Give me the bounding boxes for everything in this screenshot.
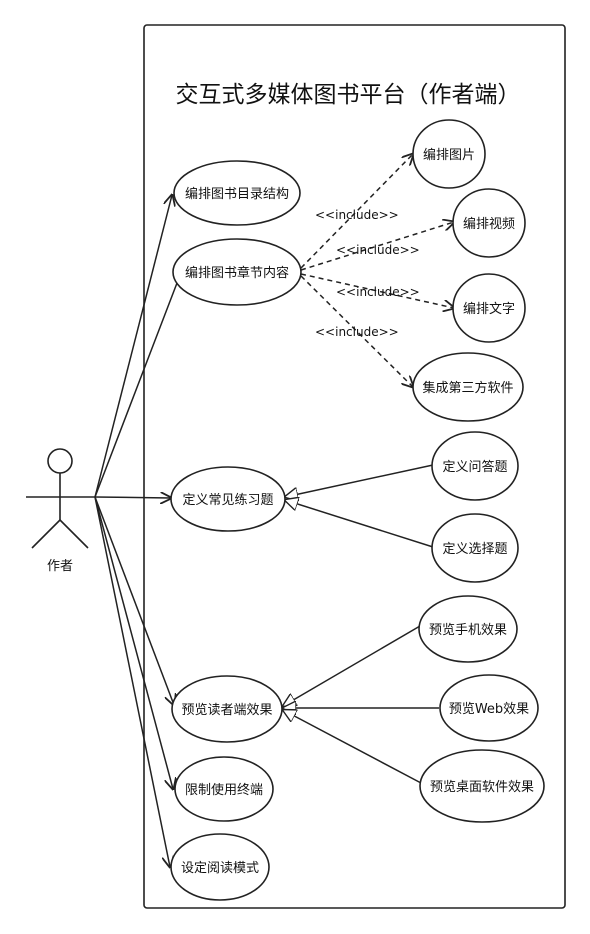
include-label-image: <<include>>	[315, 208, 399, 222]
assoc-terminal	[94, 496, 173, 789]
gen-choice	[285, 500, 434, 548]
use-case-toc-label: 编排图书目录结构	[185, 187, 289, 202]
use-case-reading-mode-label: 设定阅读模式	[181, 861, 259, 876]
actor-leg-right	[59, 519, 89, 549]
use-case-terminal-label: 限制使用终端	[185, 782, 263, 798]
use-case-choice[interactable]: 定义选择题	[431, 513, 519, 583]
use-case-text-label: 编排文字	[463, 302, 515, 317]
use-case-chapter[interactable]: 编排图书章节内容	[172, 238, 302, 306]
use-case-text[interactable]: 编排文字	[452, 273, 526, 343]
use-case-preview[interactable]: 预览读者端效果	[171, 675, 283, 743]
use-case-mobile[interactable]: 预览手机效果	[418, 595, 518, 663]
use-case-video[interactable]: 编排视频	[452, 188, 526, 258]
use-case-chapter-label: 编排图书章节内容	[185, 265, 289, 281]
use-case-desktop-label: 预览桌面软件效果	[430, 779, 534, 795]
assoc-chapter	[94, 282, 178, 498]
assoc-preview	[94, 496, 174, 705]
actor-head	[47, 448, 73, 474]
use-case-image[interactable]: 编排图片	[412, 119, 486, 189]
actor-leg-left	[31, 519, 61, 549]
actor-label: 作者	[47, 559, 73, 574]
use-case-exercise-label: 定义常见练习题	[182, 493, 273, 508]
use-case-third-party[interactable]: 集成第三方软件	[412, 352, 524, 422]
gen-qa	[285, 464, 434, 497]
use-case-video-label: 编排视频	[463, 217, 515, 232]
use-case-terminal[interactable]: 限制使用终端	[174, 756, 274, 822]
use-case-qa-label: 定义问答题	[442, 459, 507, 475]
actor-author[interactable]	[26, 448, 95, 549]
use-case-web[interactable]: 预览Web效果	[439, 674, 539, 742]
include-label-third-party: <<include>>	[315, 325, 399, 339]
assoc-toc	[94, 195, 172, 498]
include-text	[300, 273, 454, 308]
system-title: 交互式多媒体图书平台（作者端）	[176, 82, 521, 108]
use-case-web-label: 预览Web效果	[449, 701, 529, 717]
include-label-text: <<include>>	[336, 285, 420, 299]
assoc-exercise	[94, 497, 171, 498]
assoc-reading-mode	[94, 496, 170, 867]
gen-mobile	[283, 625, 421, 706]
use-case-third-party-label: 集成第三方软件	[422, 380, 513, 396]
use-case-reading-mode[interactable]: 设定阅读模式	[170, 833, 270, 901]
use-case-desktop[interactable]: 预览桌面软件效果	[419, 749, 545, 823]
use-case-preview-label: 预览读者端效果	[181, 702, 272, 718]
use-case-mobile-label: 预览手机效果	[429, 622, 507, 638]
gen-desktop	[283, 710, 422, 784]
use-case-choice-label: 定义选择题	[442, 542, 507, 557]
use-case-image-label: 编排图片	[423, 148, 475, 163]
use-case-exercise[interactable]: 定义常见练习题	[170, 466, 286, 532]
use-case-toc[interactable]: 编排图书目录结构	[173, 160, 301, 226]
include-label-video: <<include>>	[336, 243, 420, 257]
use-case-qa[interactable]: 定义问答题	[431, 431, 519, 501]
